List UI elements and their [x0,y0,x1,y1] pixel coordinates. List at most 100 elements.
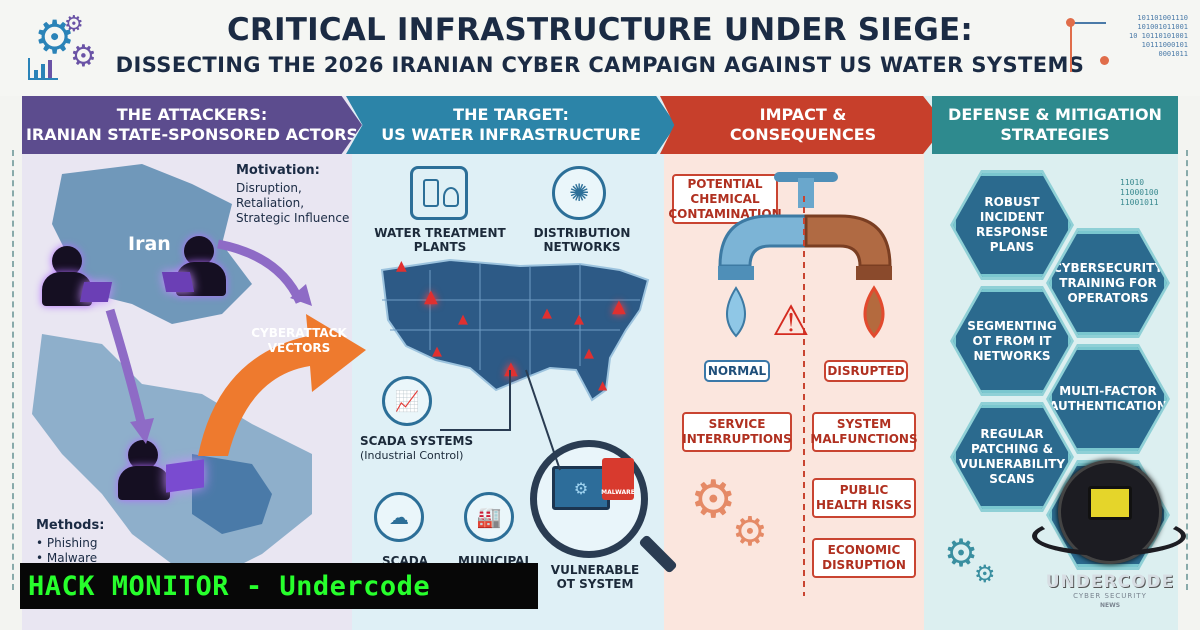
warning-icon: ▲ [542,306,552,321]
motivation-label: Motivation: [236,163,320,178]
target-heading-line1: THE TARGET: [453,105,569,124]
binary-decoration: 11010 11000100 11001011 [1120,178,1159,207]
contamination-line: CHEMICAL [690,191,760,206]
water-treatment-icon [410,166,468,220]
hexagon-label: CYBERSECURITY TRAINING FOR OPERATORS [1049,231,1167,335]
divider [12,150,14,590]
malware-document-icon: MALWARE [601,458,635,500]
hexagon-label: SEGMENTING OT FROM IT NETWORKS [953,289,1071,393]
hacker-figure [36,246,113,308]
malfunction-line: SYSTEM [836,417,892,431]
warning-icon: ▲ [458,312,468,327]
health-line: HEALTH RISKS [816,498,912,512]
gear-icon: ⚙ [64,12,84,37]
node-dot [1100,56,1109,65]
bar-chart-icon [28,58,58,80]
cloud-network-icon: ☁ [374,492,424,542]
logo-sub: CYBER SECURITY [1073,592,1147,600]
warning-icon: ▲ [504,358,518,379]
water-plants-line2: PLANTS [413,240,467,254]
water-treatment-label: WATER TREATMENT PLANTS [370,226,510,254]
defense-heading: DEFENSE & MITIGATION STRATEGIES [932,96,1178,154]
divider [1186,150,1188,590]
banner-text: HACK MONITOR - Undercode [28,570,431,602]
impact-heading-line1: IMPACT & [759,105,847,124]
hexagon-label: ROBUST INCIDENT RESPONSE PLANS [953,173,1071,277]
scada-monitor-icon: 📈 [382,376,432,426]
gear-icon: ⚙ [732,509,768,555]
economic-line: ECONOMIC [827,543,901,557]
attackers-heading-line2: IRANIAN STATE-SPONSORED ACTORS [25,125,359,144]
page-subtitle: DISSECTING THE 2026 IRANIAN CYBER CAMPAI… [115,53,1085,77]
normal-label: NORMAL [704,360,770,382]
network-icon: ✺ [552,166,606,220]
attackers-heading: THE ATTACKERS: IRANIAN STATE-SPONSORED A… [22,96,362,154]
warning-icon: ▲ [396,258,407,274]
warning-icon: ▲ [612,296,626,317]
contamination-line: POTENTIAL [687,176,763,191]
logo-tentacle [1032,516,1186,556]
faucet-illustration [718,172,892,339]
binary-decoration: 101101001110 101001011001 10 10110101001… [1128,14,1188,58]
system-malfunctions-box: SYSTEM MALFUNCTIONS [810,412,918,452]
vulnerable-label: VULNERABLE OT SYSTEM [540,563,650,591]
attack-arrow [105,239,312,444]
vulnerable-line1: VULNERABLE [550,563,640,577]
circuit-decoration [1070,22,1106,72]
warning-icon: ⚠ [772,296,810,345]
warning-icon: ▲ [574,312,584,327]
public-health-box: PUBLIC HEALTH RISKS [812,478,916,518]
scada-sub-label: (Industrial Control) [360,449,464,462]
page-title: CRITICAL INFRASTRUCTURE UNDER SIEGE: [226,12,973,48]
warning-icon: ▲ [424,286,438,307]
logo-text: UNDERCODE [1045,572,1175,592]
connector-lines [440,369,561,471]
vulnerable-line2: OT SYSTEM [556,577,634,591]
warning-icon: ▲ [598,378,608,392]
economic-line: DISRUPTION [822,558,906,572]
hexagon-incident-response: ROBUST INCIDENT RESPONSE PLANS [950,170,1074,280]
gear-icon: ⚙ [974,560,996,588]
target-heading-line2: US WATER INFRASTRUCTURE [381,125,641,144]
us-map [380,258,650,402]
methods-item: • Phishing [36,536,98,550]
header [0,0,1200,96]
target-heading: THE TARGET: US WATER INFRASTRUCTURE [346,96,676,154]
service-interruptions-box: SERVICE INTERRUPTIONS [682,412,792,452]
distribution-line1: DISTRIBUTION [533,226,631,240]
methods-label: Methods: [36,518,105,533]
laptop-icon [1088,486,1132,520]
gear-icon: ⚙ [70,39,97,74]
cyberattack-vector-arrow [198,314,366,456]
motivation-item: Disruption, [236,181,302,195]
attackers-heading-line1: THE ATTACKERS: [116,105,268,124]
factory-icon: 🏭 [464,492,514,542]
defense-heading-line1: DEFENSE & MITIGATION [948,105,1162,124]
country-label: Iran [128,233,171,255]
scada-label: SCADA SYSTEMS [360,434,474,448]
hacker-figure [161,236,236,298]
water-plants-line1: WATER TREATMENT [374,226,506,240]
vector-label-line2: VECTORS [267,341,331,355]
impact-heading: IMPACT & CONSEQUENCES [660,96,946,154]
service-line: SERVICE [708,417,766,431]
warning-icon: ▲ [584,346,594,361]
warning-icon: ▲ [432,344,442,359]
hack-monitor-banner: HACK MONITOR - Undercode [20,563,538,609]
distribution-label: DISTRIBUTION NETWORKS [512,226,652,254]
undercode-logo: UNDERCODE CYBER SECURITY NEWS [1032,460,1186,616]
service-line: INTERRUPTIONS [682,432,792,446]
impact-heading-line2: CONSEQUENCES [729,125,877,144]
hexagon-label: MULTI-FACTOR AUTHENTICATION [1049,347,1167,451]
hacker-figure [118,440,208,504]
vector-label-line1: CYBERATTACK [251,326,347,340]
divider-line [803,196,805,596]
methods-item: • Malware [36,551,98,565]
disrupted-label: DISRUPTED [824,360,908,382]
economic-disruption-box: ECONOMIC DISRUPTION [812,538,916,578]
malfunction-line: MALFUNCTIONS [810,432,918,446]
distribution-line2: NETWORKS [543,240,621,254]
node-dot [1066,18,1075,27]
health-line: PUBLIC [839,483,889,497]
gear-icon: ⚙ [944,531,979,575]
